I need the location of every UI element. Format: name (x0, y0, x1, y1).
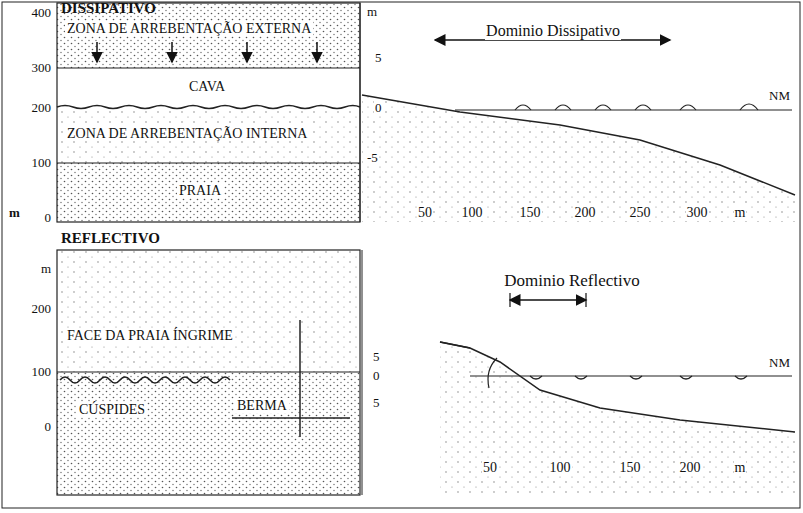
band-label: CÚSPIDES (77, 402, 147, 417)
beach-band: PRAIA (57, 163, 360, 222)
sea-level-label: NM (768, 356, 791, 370)
axis-tick: 0 (44, 211, 53, 225)
axis-tick: 200 (679, 460, 702, 475)
band-label: CAVA (187, 79, 227, 94)
axis-unit: m (8, 206, 21, 220)
axis-tick: 200 (574, 205, 597, 220)
axis-tick: 0 (372, 369, 381, 383)
axis-tick: 200 (31, 302, 53, 316)
band-label: FACE DA PRAIA ÍNGRIME (65, 328, 235, 343)
panel-title: REFLECTIVO (60, 230, 161, 247)
sea-level-label: NM (768, 89, 791, 103)
axis-unit: m (734, 460, 747, 475)
axis-unit: m (366, 5, 378, 19)
surf-zone-band: ZONA DE ARREBENTAÇÃO INTERNA (57, 108, 360, 163)
axis-tick: 0 (44, 420, 53, 434)
axis-tick: -5 (366, 151, 379, 165)
axis-tick: 100 (461, 205, 484, 220)
trough-band: CAVA (57, 68, 360, 107)
cusps-berm-band: CÚSPIDES BERMA (57, 372, 360, 495)
axis-unit: m (40, 262, 52, 276)
panel-title: DISSIPATIVO (60, 0, 157, 17)
band-label: BERMA (235, 398, 289, 413)
band-label: PRAIA (177, 183, 223, 198)
axis-tick: 150 (619, 460, 642, 475)
axis-tick: 100 (31, 156, 53, 170)
axis-tick: 100 (31, 365, 53, 379)
axis-tick: 300 (31, 61, 53, 75)
axis-tick: 50 (417, 205, 433, 220)
axis-tick: 400 (31, 6, 53, 20)
axis-tick: 100 (549, 460, 572, 475)
axis-tick: 5 (374, 51, 383, 65)
band-label: ZONA DE ARREBENTAÇÃO EXTERNA (65, 21, 313, 36)
axis-tick: 300 (686, 205, 709, 220)
axis-tick: 5 (372, 350, 381, 364)
axis-tick: 150 (519, 205, 542, 220)
axis-tick: 0 (374, 101, 383, 115)
domain-label: Dominio Dissipativo (485, 22, 621, 40)
axis-tick: 250 (629, 205, 652, 220)
axis-unit: m (734, 205, 747, 220)
band-label: ZONA DE ARREBENTAÇÃO INTERNA (65, 126, 309, 141)
beach-face-band: FACE DA PRAIA ÍNGRIME (57, 250, 360, 372)
axis-tick: 5 (372, 396, 381, 410)
axis-tick: 200 (31, 101, 53, 115)
axis-tick: 50 (482, 460, 498, 475)
domain-label: Dominio Reflectivo (503, 272, 641, 291)
